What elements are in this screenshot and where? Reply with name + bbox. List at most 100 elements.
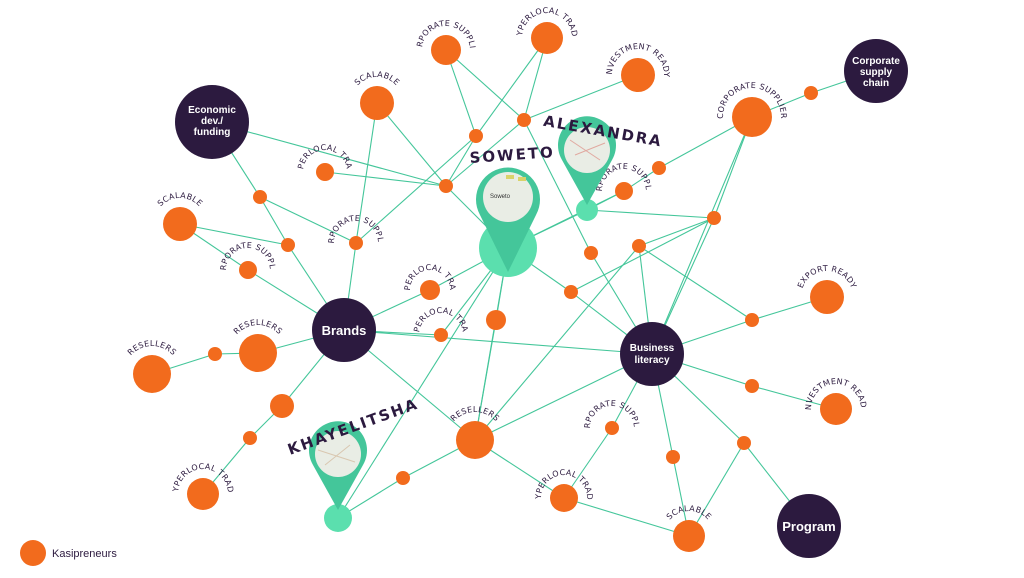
kasipreneur-node-small [316, 163, 334, 181]
kasipreneur-node-small [469, 129, 483, 143]
node-label: SCALABLE [353, 70, 402, 87]
kasipreneur-node [673, 520, 705, 552]
node-label: CORPORATE SUPPLIER [0, 0, 641, 429]
kasipreneur-node [810, 280, 844, 314]
pin-soweto: Soweto SOWETO [469, 143, 555, 277]
hub-program: Program [777, 494, 841, 558]
connection-line [337, 247, 509, 519]
node-label: RESELLERS [232, 318, 284, 336]
connection-line [523, 119, 592, 254]
connection-line [570, 217, 715, 293]
hub-economic-development: Economic dev./ funding [175, 85, 249, 159]
connection-line [523, 74, 639, 121]
pin-alexandra: ALEXANDRA [542, 112, 664, 221]
hub-csc-line-3: chain [863, 78, 889, 89]
node-label-text: HYPERLOCAL TRADE [0, 0, 235, 493]
kasipreneur-nodes [208, 86, 818, 485]
kasipreneur-node-small [615, 182, 633, 200]
connection-line [259, 196, 289, 246]
pin-khayelitsha: KHAYELITSHA [285, 395, 421, 532]
hub-program-label: Program [782, 519, 835, 534]
kasipreneur-node-small [239, 261, 257, 279]
kasipreneur-node [486, 310, 506, 330]
kasipreneur-node-small [737, 436, 751, 450]
kasipreneur-node-small [281, 238, 295, 252]
node-label-text: RESELLERS [126, 339, 178, 357]
kasipreneur-node [420, 280, 440, 300]
soweto-map-label: Soweto [490, 194, 511, 200]
kasipreneur-node [621, 58, 655, 92]
kasipreneur-node-small [434, 328, 448, 342]
connection-line [638, 217, 715, 247]
node-label-text: CORPORATE SUPPLIER [0, 0, 477, 49]
hub-business-literacy: Business literacy [620, 322, 684, 386]
connection-line [355, 102, 378, 244]
kasipreneur-node-small [707, 211, 721, 225]
connection-line [475, 37, 548, 137]
node-label-text: HYPERLOCAL TRADE [0, 0, 470, 333]
node-label: SCALABLE [156, 191, 205, 208]
kasipreneur-node-small [584, 246, 598, 260]
node-label-text: CORPORATE SUPPLIER [0, 0, 641, 429]
kasipreneur-node [456, 421, 494, 459]
hub-economic-line-2: dev./ [201, 116, 223, 127]
node-label-text: RESELLERS [232, 318, 284, 336]
connection-line [474, 245, 640, 441]
connection-line [563, 427, 613, 499]
kasipreneur-node [431, 35, 461, 65]
kasipreneur-node-small [439, 179, 453, 193]
labelled-kasipreneur-nodes [133, 22, 852, 552]
node-label: HYPERLOCAL TRADE [0, 0, 235, 493]
hub-brands-label: Brands [322, 323, 367, 338]
kasipreneur-node-small [208, 347, 222, 361]
hub-brands: Brands [312, 298, 376, 362]
kasipreneur-node-small [243, 431, 257, 445]
hub-corporate-supply-chain: Corporate supply chain [844, 39, 908, 103]
node-label-text: SCALABLE [353, 70, 401, 87]
hub-economic-line-3: funding [194, 127, 231, 138]
connection-line [324, 171, 447, 187]
kasipreneur-node [820, 393, 852, 425]
node-label: HYPERLOCAL TRADE [0, 0, 579, 37]
node-label: CORPORATE SUPPLIER [0, 0, 477, 49]
connection-line [586, 209, 715, 219]
kasipreneur-node [360, 86, 394, 120]
connection-line [355, 135, 477, 244]
connection-line [688, 442, 745, 537]
connection-line [259, 196, 357, 244]
node-label: RESELLERS [126, 339, 178, 357]
node-label-text: HYPERLOCAL TRADE [0, 0, 354, 170]
connection-line [211, 121, 447, 187]
connection-line [651, 116, 753, 355]
kasipreneur-node-small [253, 190, 267, 204]
hub-economic-line-1: Economic [188, 105, 236, 116]
soweto-title: SOWETO [469, 143, 555, 167]
hub-bl-line-1: Business [630, 343, 675, 354]
connection-line [343, 329, 653, 355]
legend: Kasipreneurs [20, 540, 117, 566]
connection-line [445, 49, 477, 137]
hub-csc-line-2: supply [860, 67, 893, 78]
kasipreneur-node [550, 484, 578, 512]
hub-csc-line-1: Corporate [852, 56, 900, 67]
kasipreneur-node-small [745, 313, 759, 327]
kasipreneur-node-small [666, 450, 680, 464]
connection-line [474, 247, 509, 441]
connection-line [445, 119, 525, 187]
connection-lines [151, 37, 877, 537]
node-label-text: RESELLERS [449, 405, 501, 423]
kasipreneur-node-small [804, 86, 818, 100]
node-label-text: SCALABLE [156, 191, 204, 208]
node-label-text: INVESTMENT READY [0, 0, 671, 77]
node-label: HYPERLOCAL TRADE [0, 0, 470, 333]
kasipreneur-node-small [745, 379, 759, 393]
hub-bl-line-2: literacy [634, 355, 669, 366]
legend-label: Kasipreneurs [52, 548, 117, 560]
kasipreneur-node [133, 355, 171, 393]
node-label: INVESTMENT READY [0, 0, 671, 77]
kasipreneur-node-small [605, 421, 619, 435]
connection-line [376, 102, 447, 187]
kasipreneur-node [239, 334, 277, 372]
kasipreneur-node [187, 478, 219, 510]
